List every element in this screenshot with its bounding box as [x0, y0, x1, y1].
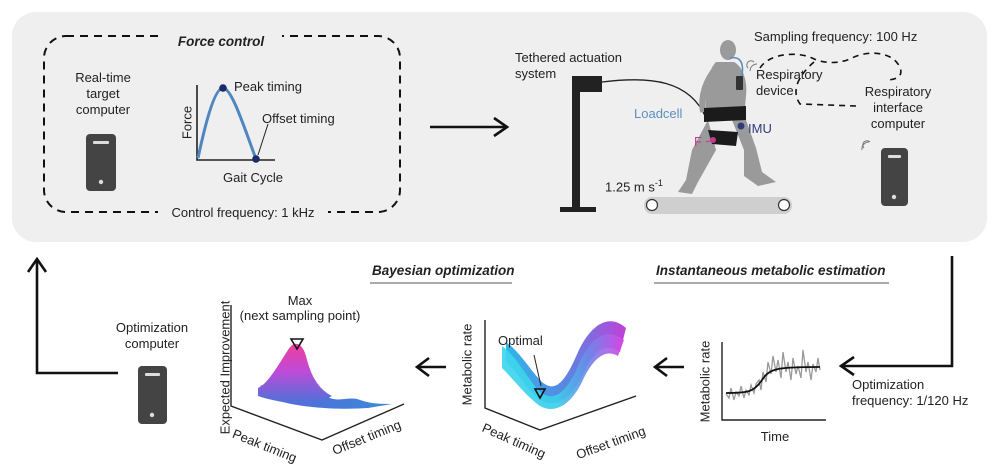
ei-surface-peak: [258, 343, 332, 404]
time-axis-label: Time: [760, 429, 790, 444]
label-line: Respiratory: [864, 84, 932, 99]
gait-cycle-axis-label: Gait Cycle: [223, 170, 283, 185]
label-line: interface: [873, 100, 923, 115]
tethered-actuation-label: Tethered actuation system: [515, 50, 622, 82]
force-control-title: Force control: [160, 34, 282, 49]
metabolic-surface-front: [502, 334, 624, 409]
label-line: frequency: 1/120 Hz: [852, 393, 969, 408]
arrow-left-icon: [414, 356, 446, 378]
imu-sensor: [737, 122, 745, 130]
offset-timing-dot: [252, 155, 260, 163]
label-line: Max: [287, 293, 313, 308]
label-line: Real-time: [75, 70, 131, 85]
force-symbol-label: F: [694, 134, 702, 149]
metabolic-rate-axis-label: Metabolic rate: [459, 323, 475, 406]
label-line: computer: [870, 116, 926, 131]
label-line: (next sampling point): [239, 308, 361, 323]
control-frequency-label: Control frequency: 1 kHz: [158, 205, 328, 220]
peak-timing-dot: [219, 84, 227, 92]
metabolic-estimate-curve: [725, 366, 821, 394]
label-line: target: [86, 86, 120, 101]
label-line: Optimization: [115, 320, 189, 335]
metabolic-noisy-signal: [725, 349, 821, 401]
return-arrow: [26, 256, 118, 375]
respiratory-interface-label: Respiratory interface computer: [860, 84, 936, 132]
respiratory-device: [736, 76, 743, 90]
label-line: Tethered actuation: [515, 50, 622, 65]
force-axis-label: Force: [179, 105, 195, 140]
metabolic-time-y-label: Metabolic rate: [697, 340, 713, 423]
optimal-marker: [533, 388, 547, 400]
metabolic-estimation-title: Instantaneous metabolic estimation: [656, 263, 886, 278]
optimization-computer-label: Optimization computer: [104, 320, 200, 352]
label-line: computer: [124, 336, 180, 351]
optimal-label: Optimal: [498, 333, 543, 348]
wireless-signal-icon: [746, 60, 758, 72]
bayesian-optimization-title: Bayesian optimization: [372, 263, 515, 278]
wireless-signal-icon: [861, 140, 871, 151]
computer-tower-icon: [138, 366, 167, 424]
optimization-frequency-label: Optimization frequency: 1/120 Hz: [852, 377, 968, 409]
respiratory-tube: [729, 56, 744, 85]
metabolic-surface-plot: [484, 320, 637, 431]
arrow-left-icon: [652, 356, 684, 378]
offset-timing-label: Offset timing: [262, 111, 335, 126]
treadmill-speed-label: 1.25 m s-1: [605, 176, 663, 194]
speed-exponent: -1: [654, 178, 663, 188]
loadcell-label: Loadcell: [634, 106, 683, 121]
expected-improvement-axis-label: Expected Improvement: [217, 300, 233, 435]
label-line: system: [515, 66, 557, 81]
exo-harness: [704, 106, 746, 122]
treadmill-icon: [644, 197, 792, 214]
label-line: Respiratory: [756, 67, 823, 82]
peak-timing-label: Peak timing: [234, 79, 302, 94]
metabolic-time-plot: [721, 342, 826, 421]
arrow-right-icon: [430, 116, 510, 138]
imu-label: IMU: [748, 121, 772, 136]
computer-tower-icon: [881, 148, 908, 206]
max-marker: [289, 338, 305, 351]
computer-tower-icon: [86, 134, 116, 191]
respiratory-device-label: Respiratory device: [756, 67, 822, 99]
arrow-left-icon: [838, 256, 954, 377]
label-line: computer: [75, 102, 131, 117]
expected-improvement-plot: [230, 305, 405, 441]
walking-person-icon: [678, 40, 776, 194]
max-label: Max (next sampling point): [236, 293, 364, 323]
sampling-frequency-label: Sampling frequency: 100 Hz: [754, 29, 918, 44]
realtime-target-computer-label: Real-time target computer: [66, 70, 140, 118]
force-plot-axes: [196, 85, 275, 161]
label-line: Optimization: [852, 377, 925, 392]
wireless-link: [759, 52, 902, 81]
speed-value: 1.25 m s: [605, 179, 655, 195]
label-line: device: [756, 83, 794, 98]
